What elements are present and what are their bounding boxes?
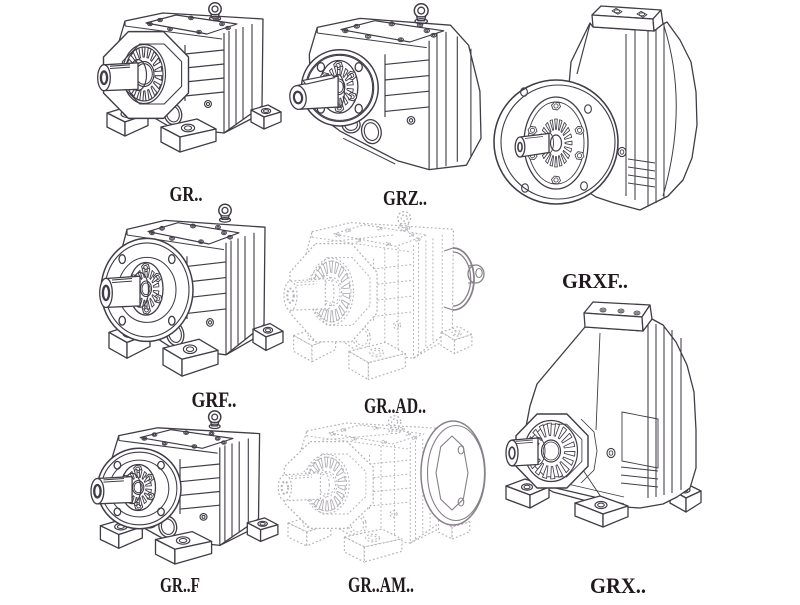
svg-text:GR..AD..: GR..AD..	[364, 393, 426, 418]
svg-text:GRXF..: GRXF..	[562, 269, 628, 293]
svg-text:GRZ..: GRZ..	[383, 186, 427, 210]
svg-text:GRX..: GRX..	[590, 573, 646, 598]
svg-text:GR..: GR..	[170, 182, 203, 206]
svg-text:GR..F: GR..F	[160, 573, 200, 597]
svg-text:GR..AM..: GR..AM..	[348, 572, 414, 597]
svg-text:GRF..: GRF..	[192, 387, 237, 412]
